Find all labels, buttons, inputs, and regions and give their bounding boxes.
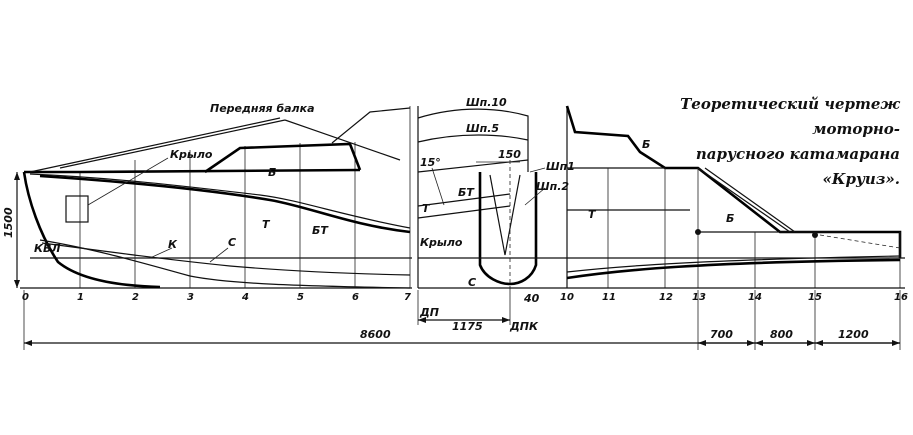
angle-line xyxy=(431,167,445,206)
label-kvl: КВЛ xyxy=(34,242,61,255)
label-shp2: Шп.2 xyxy=(536,180,569,193)
dim-1200: 1200 xyxy=(838,328,869,341)
bt-curve xyxy=(39,174,411,234)
label-shp1: Шп1 xyxy=(546,160,575,173)
station-5: 5 xyxy=(297,292,304,303)
label-bt2: БТ xyxy=(458,186,475,199)
station-7: 7 xyxy=(404,292,411,303)
plan-diag-2 xyxy=(704,167,796,233)
deck-line xyxy=(24,168,361,174)
dim-8600: 8600 xyxy=(360,328,391,341)
wing-leader xyxy=(87,157,169,206)
dimension-lines xyxy=(23,290,901,350)
stem-line xyxy=(22,171,161,289)
label-k: К xyxy=(168,238,178,251)
station-14: 14 xyxy=(748,292,762,303)
front-beam-line-2 xyxy=(59,119,286,169)
shp10-line xyxy=(417,108,529,172)
station-0: 0 xyxy=(22,292,29,303)
plan-dash xyxy=(819,234,901,249)
label-1500: 1500 xyxy=(2,207,15,238)
station-12: 12 xyxy=(659,292,673,303)
label-t2: Т xyxy=(422,202,431,215)
shp5-line xyxy=(417,134,529,143)
body-wing-line xyxy=(417,193,511,207)
front-beam-line-3 xyxy=(284,119,401,161)
plan-view xyxy=(545,105,905,289)
station-16: 16 xyxy=(894,292,908,303)
label-t3: Т xyxy=(588,208,597,221)
label-front-beam: Передняя балка xyxy=(210,102,315,115)
label-t1: Т xyxy=(262,218,271,231)
body-wing-line-2 xyxy=(417,205,511,219)
plan-diag-1 xyxy=(697,167,791,233)
station-11: 11 xyxy=(602,292,616,303)
label-b2: Б xyxy=(642,138,650,151)
c-curve xyxy=(41,242,411,276)
station-6: 6 xyxy=(352,292,359,303)
front-beam-line-1 xyxy=(29,117,281,173)
plan-bottom-1 xyxy=(566,258,901,280)
station-1: 1 xyxy=(77,292,84,303)
point-13 xyxy=(695,229,701,235)
dim-700: 700 xyxy=(710,328,733,341)
station-4: 4 xyxy=(241,292,249,303)
t-curve xyxy=(29,173,411,229)
k-curve xyxy=(39,239,411,289)
label-d40: 40 xyxy=(523,292,540,305)
shp2-leader xyxy=(524,187,546,206)
label-dpk: ДПК xyxy=(509,320,539,333)
title-line-3: «Круиз». xyxy=(822,170,900,188)
shp1-leader xyxy=(529,167,546,173)
station-13: 13 xyxy=(692,292,706,303)
title-line-1: Теоретический чертеж моторно- xyxy=(680,95,900,138)
body-plan xyxy=(417,106,546,290)
label-dp: ДП xyxy=(419,306,439,319)
label-b1: Б xyxy=(268,166,276,179)
label-b3: Б xyxy=(726,212,734,225)
k-leader xyxy=(149,247,173,259)
label-shp10: Шп.10 xyxy=(466,96,507,109)
station-2: 2 xyxy=(132,292,139,303)
c-leader xyxy=(209,247,229,263)
label-s-mid: С xyxy=(468,276,476,289)
hull-inner-v xyxy=(489,174,521,256)
label-angle15: 15° xyxy=(420,156,441,169)
dim-800: 800 xyxy=(770,328,793,341)
mast-step-line xyxy=(331,107,411,144)
dim-1175: 1175 xyxy=(452,320,483,333)
profile-view xyxy=(14,106,412,289)
point-15 xyxy=(812,232,818,238)
station-15: 15 xyxy=(808,292,822,303)
label-d150: 150 xyxy=(498,148,521,161)
station-3: 3 xyxy=(187,292,194,303)
station-10: 10 xyxy=(560,292,574,303)
label-shp5: Шп.5 xyxy=(466,122,499,135)
label-wing-bottom: Крыло xyxy=(420,236,463,249)
wing-box xyxy=(65,195,89,223)
label-bt1: БТ xyxy=(312,224,329,237)
labels: Передняя балка Крыло Крыло КВЛ 1500 ДП Д… xyxy=(2,96,908,341)
cabin-line xyxy=(204,142,362,174)
hull-section xyxy=(478,172,538,286)
drawing-title: Теоретический чертеж моторно- парусного … xyxy=(600,92,900,192)
label-wing-top: Крыло xyxy=(170,148,213,161)
title-line-2: парусного катамарана xyxy=(695,145,900,163)
label-s-left: С xyxy=(228,236,236,249)
